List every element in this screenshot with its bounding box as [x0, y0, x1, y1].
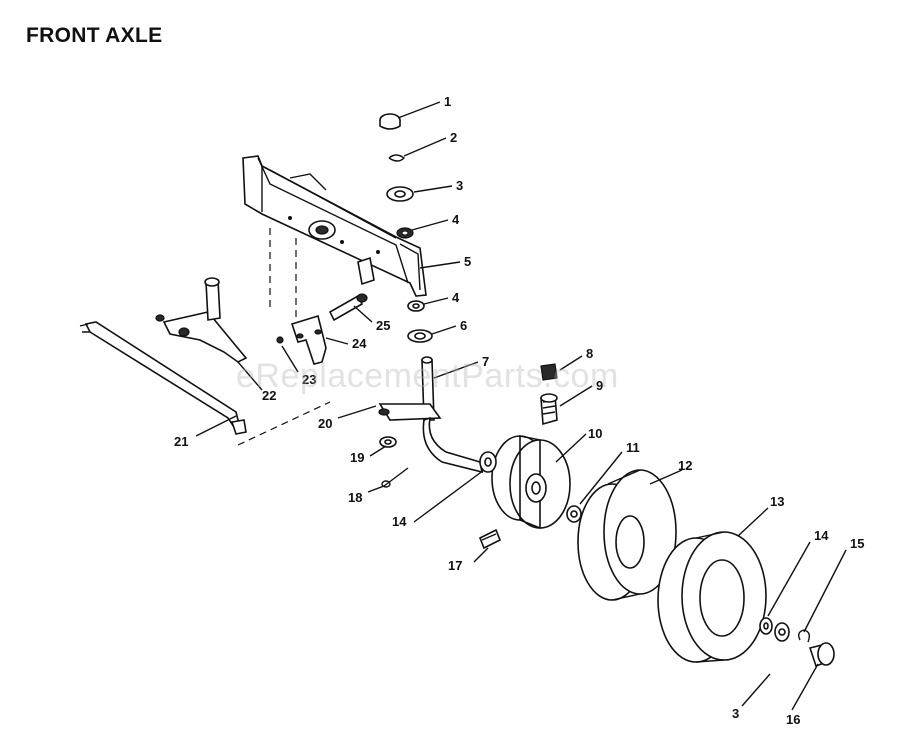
- steering-arm: [155, 277, 248, 363]
- washer-bottom: [407, 329, 433, 343]
- callout-9: 9: [596, 378, 603, 393]
- retaining-ring: [388, 154, 406, 162]
- bolt: [540, 393, 558, 426]
- pivot-bolt: [328, 293, 368, 322]
- cotter-pin: [381, 467, 409, 488]
- hub-cap: [808, 642, 835, 668]
- callout-7: 7: [482, 354, 489, 369]
- bearing: [566, 505, 582, 523]
- callout-12: 12: [678, 458, 692, 473]
- callout-23: 23: [302, 372, 316, 387]
- callout-15: 15: [850, 536, 864, 551]
- callout-18: 18: [348, 490, 362, 505]
- tire-inner: [577, 469, 677, 601]
- wheel-rim: [491, 435, 571, 530]
- callout-20: 20: [318, 416, 332, 431]
- callout-2: 2: [450, 130, 457, 145]
- callout-14: 14: [814, 528, 829, 543]
- page-title: FRONT AXLE: [26, 24, 163, 47]
- callout-1: 1: [444, 94, 451, 109]
- callout-10: 10: [588, 426, 602, 441]
- bushing-bottom: [407, 300, 425, 312]
- leader-lines: [195, 101, 847, 711]
- callout-5: 5: [464, 254, 471, 269]
- bolt-23: [276, 336, 284, 344]
- watermark: eReplacementParts.com: [236, 357, 619, 395]
- callout-24: 24: [352, 336, 367, 351]
- washer-19: [379, 436, 397, 448]
- callout-labels: 1 2 3 4 5 4 6 7 8 9 10 11 12 13 14 15 3 …: [174, 94, 864, 727]
- callout-3: 3: [456, 178, 463, 193]
- spindle: [378, 356, 484, 474]
- callout-4b: 4: [452, 290, 460, 305]
- bushing-top: [396, 227, 414, 239]
- callout-19: 19: [350, 450, 364, 465]
- callout-17: 17: [448, 558, 462, 573]
- hub-washer: [759, 617, 790, 642]
- washer-top: [386, 186, 414, 202]
- callout-3b: 3: [732, 706, 739, 721]
- callout-8: 8: [586, 346, 593, 361]
- callout-14b: 14: [392, 514, 407, 529]
- nut: [540, 363, 558, 381]
- callout-11: 11: [626, 440, 640, 455]
- tire-outer: [657, 531, 767, 663]
- pivot-bracket: [290, 314, 327, 365]
- cap: [379, 113, 401, 130]
- callout-21: 21: [174, 434, 188, 449]
- callout-22: 22: [262, 388, 276, 403]
- callout-13: 13: [770, 494, 784, 509]
- valve-stem: [478, 528, 502, 550]
- callout-16: 16: [786, 712, 800, 727]
- tie-rod: [79, 321, 247, 435]
- callout-25: 25: [376, 318, 390, 333]
- axle-beam: [242, 155, 427, 297]
- callout-6: 6: [460, 318, 467, 333]
- callout-4: 4: [452, 212, 460, 227]
- e-clip: [797, 629, 811, 643]
- spacer-washer: [479, 451, 497, 473]
